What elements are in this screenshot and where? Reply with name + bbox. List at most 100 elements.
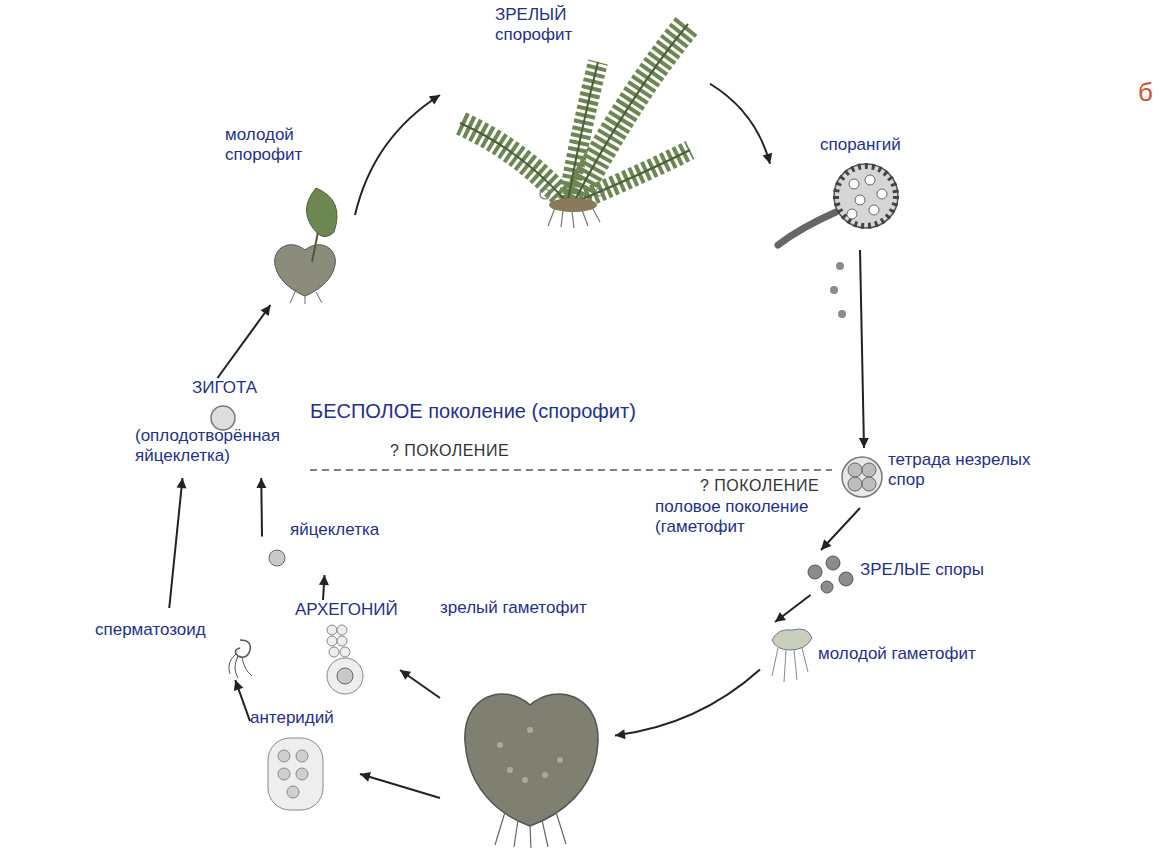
stage-label: спорангий [820,135,901,155]
frond [580,150,690,200]
egg-cell [269,550,285,566]
fern-fronds [460,24,690,200]
spore [847,209,857,219]
arrow-head [429,95,440,105]
fiddlehead [596,188,604,196]
antheridium-illustration [268,738,323,810]
prothallus [465,694,598,826]
cell [327,625,337,635]
arrow-line [821,508,860,550]
rachis [580,150,690,200]
cycle-arrow [360,772,440,798]
cycle-arrow [775,595,811,622]
gametangium [507,767,513,773]
egg-stage: яйцеклетка [262,520,387,575]
fern-rachis [460,24,690,200]
antheridium-stage: антеридий [250,708,360,818]
stage-label: антеридий [250,708,334,728]
cell [278,768,290,780]
zygote-stage: ЗИГОТА(оплодотворённая яйцеклетка) [130,378,305,478]
arrow-line [400,670,440,698]
young-gametophyte-stage: молодой гаметофит [760,622,1010,690]
cell [337,625,347,635]
rhizome [549,198,597,212]
egg-inside [337,668,353,684]
cell [278,750,290,762]
cycle-arrow [355,95,440,215]
spore [877,189,887,199]
flagella [229,654,252,678]
spore [862,477,876,491]
gametangia [497,727,563,783]
arrow-head [859,438,869,448]
arrow-head [775,612,786,622]
arrow-line [355,95,440,215]
cycle-arrow [234,680,250,721]
protonema [772,629,812,650]
arrow-line [218,305,271,378]
arrow-line [710,84,770,164]
arrow-head [234,680,243,691]
gametangium [522,777,528,783]
arrow-head [177,478,187,488]
archegonium-illustration [327,625,363,694]
spore [848,477,862,491]
stem [312,232,318,262]
arrow-head [763,153,773,164]
sporangium-stalk [778,212,836,245]
spores-stage: ЗРЕЛЫЕ споры [800,550,1010,595]
question-label: ? ПОКОЛЕНИЕ [700,477,819,495]
stage-label: АРХЕГОНИЙ [295,600,398,620]
gametangium [497,742,503,748]
mature-spores [808,556,853,593]
first-leaf [306,188,337,237]
cell [287,786,299,798]
roots [290,290,322,304]
gametophyte [275,245,336,296]
young-sporophyte-stage: молодой спорофит [225,125,355,305]
arrow-head [400,670,411,680]
cycle-arrow [615,670,760,740]
arrow-line [775,595,811,622]
young-sporophyte-illustration [275,188,337,304]
spore [808,565,822,579]
mature-gametophyte-illustration [465,694,598,848]
stage-label: ЗРЕЛЫЕ споры [860,560,984,580]
gametangium [527,727,533,733]
tetrad-illustration [842,457,882,497]
fern-illustration [460,24,690,228]
question-label: ? ПОКОЛЕНИЕ [390,442,509,460]
frond [460,123,565,200]
stage-label: молодой гаметофит [818,644,976,664]
tetrad [842,457,882,497]
spore [839,572,853,586]
stage-label: зрелый гаметофит [440,598,587,618]
cycle-arrow [400,670,440,698]
fiddlehead [540,189,550,199]
sporangium-stage: спорангий [770,135,920,250]
spore [821,581,833,593]
stage-note: (оплодотворённая яйцеклетка) [135,426,300,465]
cycle-arrow [710,84,772,164]
young-gametophyte-illustration [772,629,812,682]
arrow-line [360,774,440,798]
venter [327,658,363,694]
tetrad-spores [848,463,876,491]
sperm-illustration [229,640,252,678]
cell [337,636,347,646]
stage-label: молодой спорофит [225,125,335,164]
arrow-line [169,478,182,608]
sporangium-body [834,164,898,228]
arrow-head [360,772,371,782]
cell [296,768,308,780]
rachis [460,123,565,200]
cycle-arrow [821,508,860,550]
stage-label: тетрада незрелых спор [888,450,1036,489]
cycle-arrow [218,305,271,378]
tetrad-stage: тетрада незрелых спор [840,448,1040,508]
rhizoids [495,812,566,848]
cycle-arrow [256,478,266,537]
sporangium-spores [847,175,887,219]
fern-roots [540,188,604,228]
